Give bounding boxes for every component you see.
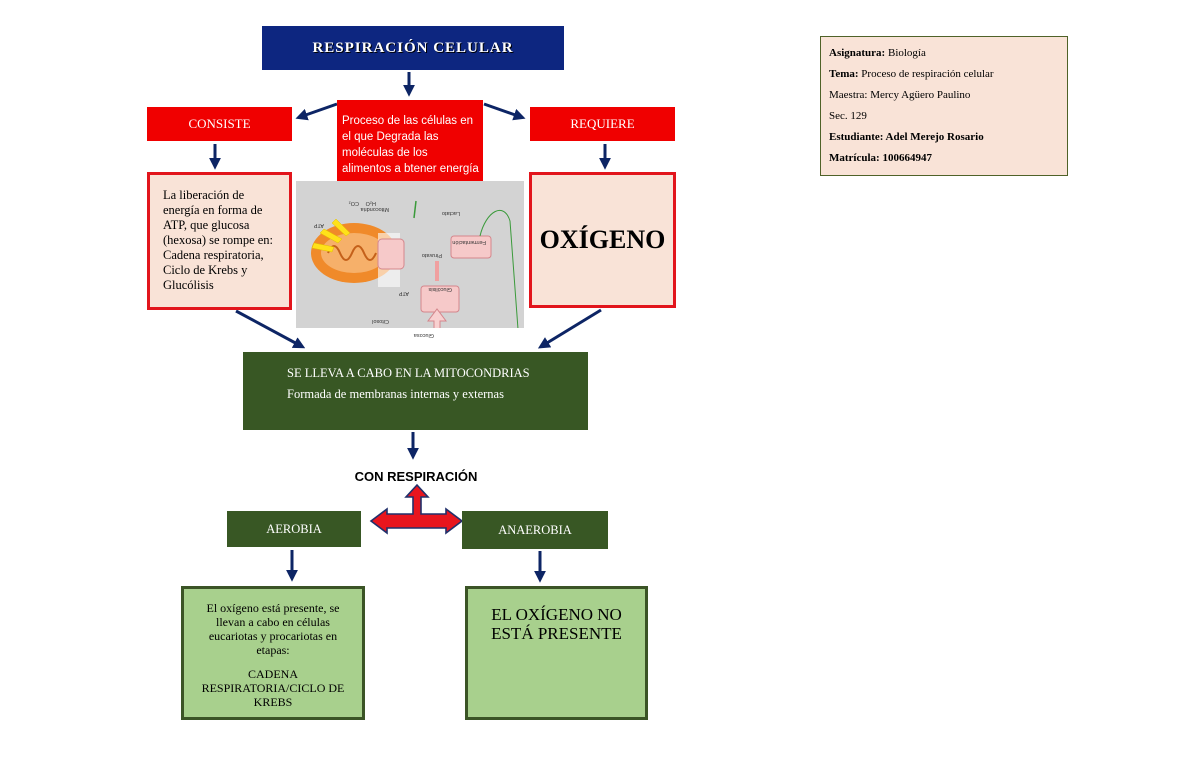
info-matricula: Matrícula: 100664947 [829, 152, 932, 164]
mitocondrias-line2: Formada de membranas internas y externas [287, 387, 504, 401]
info-asignatura: Asignatura: Biología [829, 47, 926, 59]
page-title: RESPIRACIÓN CELULAR [262, 26, 564, 70]
arrow-oxigeno-to-mito [537, 308, 602, 349]
liberacion-box: La liberación de energía en forma de ATP… [147, 172, 292, 310]
mitocondrias-box: SE LLEVA A CABO EN LA MITOCONDRIAS Forma… [243, 352, 588, 430]
anaerobia-box: ANAEROBIA [462, 511, 608, 549]
figure-label: CO₂ [348, 200, 359, 206]
krebs-box [377, 238, 405, 270]
atp-arrow [319, 228, 343, 244]
glucolisis-box [420, 285, 460, 313]
anaerobia-description-box: EL OXÍGENO NO ESTÁ PRESENTE [465, 586, 648, 720]
atp-arrow [311, 242, 335, 253]
figure-label: Citosol [372, 318, 389, 324]
figure-label: ATP [313, 222, 324, 228]
info-tema: Tema: Proceso de respiración celular [829, 68, 994, 80]
arrow-proceso-to-requiere [483, 102, 526, 121]
aerobia-description-box: El oxígeno está presente, se llevan a ca… [181, 586, 365, 720]
figure-label: Piruvato [421, 252, 442, 258]
figure-label: Fermentación [452, 239, 486, 245]
figure-label: Mitocondria [360, 206, 389, 212]
figure-label: ATP [398, 290, 409, 296]
figure-label: Lactato [441, 210, 460, 216]
respiration-figure: Citosol Glucosa Glucólisis Lactato Ferme… [296, 181, 524, 338]
info-maestra: Maestra: Mercy Agüero Paulino [829, 89, 971, 101]
arrow-proceso-to-consiste [295, 102, 338, 121]
info-seccion: Sec. 129 [829, 110, 867, 122]
atp-arrow [331, 218, 351, 237]
requiere-box: REQUIERE [530, 107, 675, 141]
consiste-box: CONSISTE [147, 107, 292, 141]
con-respiracion-label: CON RESPIRACIÓN [354, 469, 478, 484]
fermentacion-box [450, 235, 492, 259]
figure-label: Glucólisis [428, 286, 452, 292]
glucosa-arrow [427, 308, 447, 328]
mitocondrias-line1: SE LLEVA A CABO EN LA MITOCONDRIAS [287, 366, 530, 380]
info-estudiante: Estudiante: Adel Merejo Rosario [829, 131, 984, 143]
arrow-liberacion-to-mito [235, 309, 306, 349]
proceso-box: Proceso de las células en el que Degrada… [337, 100, 483, 181]
tri-arrow [369, 483, 464, 535]
aerobia-description-text: El oxígeno está presente, se llevan a ca… [206, 601, 340, 657]
info-card: Asignatura: Biología Tema: Proceso de re… [820, 36, 1068, 176]
aerobia-box: AEROBIA [227, 511, 361, 547]
figure-label: Glucosa [413, 332, 434, 338]
oxigeno-box: OXÍGENO [529, 172, 676, 308]
aerobia-description-sub: CADENA RESPIRATORIA/CICLO DE KREBS [201, 667, 345, 709]
figure-label: H₂O [365, 200, 376, 206]
